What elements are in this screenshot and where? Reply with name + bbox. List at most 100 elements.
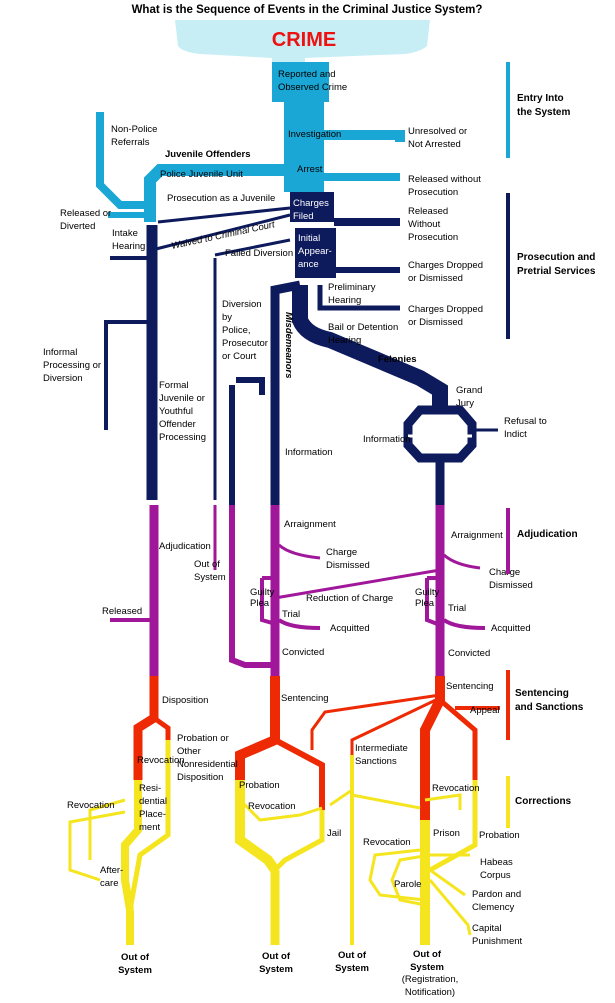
svg-text:Notification): Notification): [405, 987, 455, 998]
investigation-label: Investigation: [288, 129, 341, 140]
jail-label: Jail: [327, 828, 341, 839]
svg-text:care: care: [100, 878, 118, 889]
stage-sentencing-label: Sentencing and Sanctions: [515, 688, 584, 713]
appeal-label: Appeal: [470, 705, 500, 716]
svg-text:Filed: Filed: [293, 211, 314, 222]
svg-text:Hearing: Hearing: [328, 335, 361, 346]
out-of-system-mid-label: Out of System: [194, 559, 226, 583]
svg-text:Formal: Formal: [159, 380, 189, 391]
svg-text:Indict: Indict: [504, 429, 527, 440]
svg-text:System: System: [259, 964, 293, 975]
svg-text:Charge: Charge: [489, 567, 520, 578]
svg-text:Released or: Released or: [60, 208, 111, 219]
trial-misd-label: Trial: [282, 609, 300, 620]
svg-text:Police,: Police,: [222, 325, 251, 336]
svg-text:Out of: Out of: [194, 559, 220, 570]
svg-text:Other: Other: [177, 746, 201, 757]
svg-text:Prosecutor: Prosecutor: [222, 338, 268, 349]
svg-text:and Sanctions: and Sanctions: [515, 702, 584, 713]
revocation-left-label: Revocation: [67, 800, 115, 811]
svg-text:System: System: [410, 962, 444, 973]
felonies-label: Felonies: [378, 354, 417, 365]
information-felony-label: Information: [363, 434, 411, 445]
revocation-parole-label: Revocation: [363, 837, 411, 848]
svg-text:System: System: [194, 572, 226, 583]
svg-text:Observed Crime: Observed Crime: [278, 82, 347, 93]
svg-text:(Registration,: (Registration,: [402, 974, 459, 985]
disposition-label: Disposition: [162, 695, 208, 706]
svg-text:After-: After-: [100, 865, 123, 876]
svg-text:dential: dential: [139, 796, 167, 807]
sentencing-fel-label: Sentencing: [446, 681, 494, 692]
svg-text:Prosecution and: Prosecution and: [517, 252, 595, 263]
svg-text:Intake: Intake: [112, 228, 138, 239]
svg-text:Dismissed: Dismissed: [326, 560, 370, 571]
convicted-misd-label: Convicted: [282, 647, 324, 658]
out-of-system-2: Out of System: [259, 951, 293, 975]
entry-box-reported: Reported and Observed Crime: [278, 69, 347, 93]
corrections-flows: [68, 740, 478, 945]
svg-text:ment: ment: [139, 822, 160, 833]
guilty-plea-fel-label: Guilty Plea: [415, 587, 440, 609]
svg-text:the System: the System: [517, 107, 570, 118]
stage-bar-sentencing: [506, 670, 510, 740]
unresolved-label: Unresolved or Not Arrested: [408, 126, 467, 150]
stage-entry-label: Entry Into the System: [517, 93, 570, 118]
svg-text:Non-Police: Non-Police: [111, 124, 157, 135]
svg-text:Diversion: Diversion: [222, 299, 262, 310]
guilty-plea-misd-label: Guilty Plea: [250, 587, 275, 609]
revocation-juvenile-label: Revocation: [137, 755, 185, 766]
charge-dismissed-fel-label: Charge Dismissed: [489, 567, 533, 591]
acquitted-misd-label: Acquitted: [330, 623, 370, 634]
prosecution-flows: [104, 192, 498, 505]
probation-juvenile-label: Probation or Other Nonresidential Dispos…: [177, 733, 238, 783]
charges-filed-label: Charges Filed: [293, 198, 329, 222]
svg-text:Informal: Informal: [43, 347, 77, 358]
svg-text:Disposition: Disposition: [177, 772, 223, 783]
svg-text:or Court: or Court: [222, 351, 257, 362]
reduction-of-charge-label: Reduction of Charge: [306, 593, 393, 604]
trial-fel-label: Trial: [448, 603, 466, 614]
svg-text:Refusal to: Refusal to: [504, 416, 547, 427]
svg-text:Clemency: Clemency: [472, 902, 514, 913]
arraignment-misd-label: Arraignment: [284, 519, 336, 530]
svg-text:Bail or Detention: Bail or Detention: [328, 322, 398, 333]
failed-diversion-label: Failed Diversion: [225, 248, 293, 259]
arraignment-fel-label: Arraignment: [451, 530, 503, 541]
non-police-referrals-label: Non-Police Referrals: [111, 124, 157, 148]
svg-text:Pardon and: Pardon and: [472, 889, 521, 900]
stage-prosecution-label: Prosecution and Pretrial Services: [517, 252, 596, 277]
svg-text:or Dismissed: or Dismissed: [408, 273, 463, 284]
formal-juvenile-label: Formal Juvenile or Youthful Offender Pro…: [159, 380, 206, 443]
stage-bar-adjudication: [506, 508, 510, 574]
svg-text:Charges: Charges: [293, 198, 329, 209]
svg-text:Hearing: Hearing: [328, 295, 361, 306]
svg-text:Capital: Capital: [472, 923, 502, 934]
svg-text:Habeas: Habeas: [480, 857, 513, 868]
svg-text:Youthful: Youthful: [159, 406, 193, 417]
sentencing-flows: [133, 676, 500, 820]
police-juvenile-unit-label: Police Juvenile Unit: [160, 169, 243, 180]
released-juvenile-label: Released: [102, 606, 142, 617]
svg-text:Released without: Released without: [408, 174, 481, 185]
informal-processing-label: Informal Processing or Diversion: [43, 347, 101, 384]
capital-punishment-label: Capital Punishment: [472, 923, 523, 947]
svg-text:Dismissed: Dismissed: [489, 580, 533, 591]
svg-text:by: by: [222, 312, 232, 323]
entry-flows: [96, 62, 405, 222]
released-or-diverted-label: Released or Diverted: [60, 208, 111, 232]
svg-text:Probation or: Probation or: [177, 733, 229, 744]
svg-text:Initial: Initial: [298, 233, 320, 244]
svg-text:Prosecution: Prosecution: [408, 187, 458, 198]
misdemeanors-label: Misdemeanors: [283, 312, 294, 379]
released-without-prosecution-label-1: Released without Prosecution: [408, 174, 481, 198]
svg-text:Grand: Grand: [456, 385, 482, 396]
stage-adjudication-label: Adjudication: [517, 529, 578, 540]
intake-hearing-label: Intake Hearing: [112, 228, 145, 252]
habeas-corpus-label: Habeas Corpus: [480, 857, 513, 881]
charges-dropped-label-1: Charges Dropped or Dismissed: [408, 260, 483, 284]
released-without-prosecution-label-2: Released Without Prosecution: [408, 206, 458, 243]
arrest-label: Arrest: [297, 164, 323, 175]
svg-text:Preliminary: Preliminary: [328, 282, 376, 293]
refusal-label: Refusal to Indict: [504, 416, 547, 440]
